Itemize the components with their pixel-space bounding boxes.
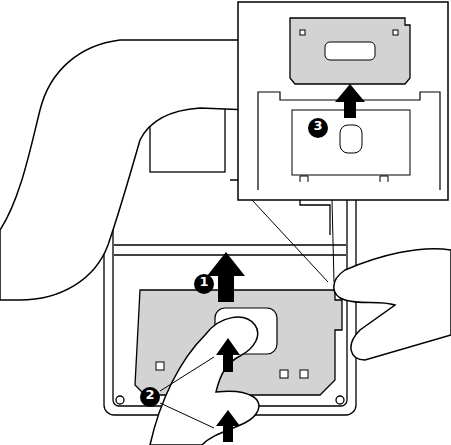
detail-inset bbox=[238, 2, 448, 200]
leader-lines bbox=[160, 200, 334, 428]
callout-number: 3 bbox=[308, 118, 328, 138]
callout-number: 2 bbox=[140, 387, 160, 407]
callout-number: 1 bbox=[194, 274, 214, 294]
